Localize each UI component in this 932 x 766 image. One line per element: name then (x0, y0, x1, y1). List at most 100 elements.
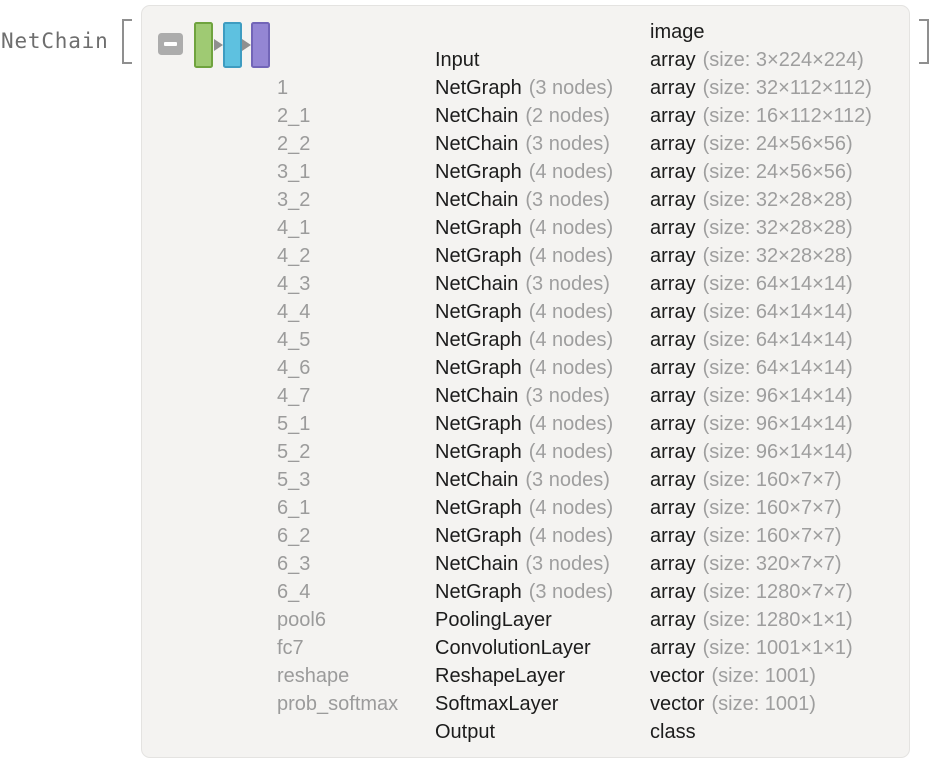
layer-name: 3_1 (277, 161, 311, 183)
layer-type: NetGraph(4 nodes) (435, 301, 614, 323)
layer-output-note: (size: 96×14×14) (702, 413, 853, 435)
layer-output-note: (size: 1280×1×1) (702, 609, 853, 631)
layer-output: array(size: 96×14×14) (650, 441, 853, 463)
layer-name: 4_7 (277, 385, 311, 407)
layer-type-note: (4 nodes) (528, 357, 614, 379)
layer-type: NetGraph(4 nodes) (435, 329, 614, 351)
layer-output: array(size: 160×7×7) (650, 497, 842, 519)
layer-name: 6_1 (277, 497, 311, 519)
layer-name: 4_2 (277, 245, 311, 267)
layer-type: NetChain(3 nodes) (435, 189, 610, 211)
output-bar-icon (251, 22, 270, 68)
layer-output: array(size: 64×14×14) (650, 273, 853, 295)
layer-output-note: (size: 1001) (711, 693, 816, 715)
layer-name: pool6 (277, 609, 326, 631)
table-row[interactable]: Output class (142, 718, 909, 746)
layer-name: 2_1 (277, 105, 311, 127)
table-row[interactable]: 3_2 NetChain(3 nodes) array(size: 32×28×… (142, 186, 909, 214)
layer-type-note: (4 nodes) (528, 301, 614, 323)
layer-name: 5_3 (277, 469, 311, 491)
layer-name: 1 (277, 77, 289, 99)
layer-name: 5_2 (277, 441, 311, 463)
layer-output-note: (size: 1280×7×7) (702, 581, 853, 603)
layer-type-note: (4 nodes) (528, 161, 614, 183)
layer-output: vector(size: 1001) (650, 665, 816, 687)
layer-name: 3_2 (277, 189, 311, 211)
layer-output: array(size: 32×28×28) (650, 245, 853, 267)
layer-output: array(size: 96×14×14) (650, 385, 853, 407)
layer-type-note: (3 nodes) (525, 385, 610, 407)
layer-type-note: (3 nodes) (525, 273, 610, 295)
table-row[interactable]: 6_3 NetChain(3 nodes) array(size: 320×7×… (142, 550, 909, 578)
close-bracket (919, 19, 929, 64)
table-row[interactable]: 2_1 NetChain(2 nodes) array(size: 16×112… (142, 102, 909, 130)
layer-output: array(size: 32×28×28) (650, 217, 853, 239)
layer-type: Output (435, 721, 496, 743)
layers-table: image Input array(size: 3×224×224) 1 Net… (142, 18, 909, 746)
layer-output: array(size: 32×112×112) (650, 77, 872, 99)
layer-type: ReshapeLayer (435, 665, 566, 687)
layer-output: array(size: 16×112×112) (650, 105, 872, 127)
table-row[interactable]: fc7 ConvolutionLayer array(size: 1001×1×… (142, 634, 909, 662)
table-row[interactable]: Input array(size: 3×224×224) (142, 46, 909, 74)
layer-output-note: (size: 160×7×7) (702, 497, 842, 519)
table-row[interactable]: 4_2 NetGraph(4 nodes) array(size: 32×28×… (142, 242, 909, 270)
table-row[interactable]: 4_6 NetGraph(4 nodes) array(size: 64×14×… (142, 354, 909, 382)
layer-type-note: (3 nodes) (525, 469, 610, 491)
table-row[interactable]: 5_2 NetGraph(4 nodes) array(size: 96×14×… (142, 438, 909, 466)
table-row[interactable]: 5_3 NetChain(3 nodes) array(size: 160×7×… (142, 466, 909, 494)
layer-output: array(size: 160×7×7) (650, 469, 842, 491)
table-row[interactable]: 4_1 NetGraph(4 nodes) array(size: 32×28×… (142, 214, 909, 242)
netchain-label: NetChain (1, 29, 109, 53)
table-row[interactable]: pool6 PoolingLayer array(size: 1280×1×1) (142, 606, 909, 634)
layer-type: NetGraph(4 nodes) (435, 245, 614, 267)
layer-output: array(size: 1280×7×7) (650, 581, 853, 603)
table-row[interactable]: 4_3 NetChain(3 nodes) array(size: 64×14×… (142, 270, 909, 298)
table-row[interactable]: 6_1 NetGraph(4 nodes) array(size: 160×7×… (142, 494, 909, 522)
layer-type-note: (3 nodes) (525, 553, 610, 575)
layer-name: 6_3 (277, 553, 311, 575)
layer-type: NetChain(3 nodes) (435, 385, 610, 407)
layer-output: array(size: 24×56×56) (650, 133, 853, 155)
table-row[interactable]: 6_2 NetGraph(4 nodes) array(size: 160×7×… (142, 522, 909, 550)
layer-output-note: (size: 320×7×7) (702, 553, 842, 575)
layer-type-note: (4 nodes) (528, 441, 614, 463)
table-row[interactable]: 1 NetGraph(3 nodes) array(size: 32×112×1… (142, 74, 909, 102)
layer-type-note: (3 nodes) (525, 189, 610, 211)
net-diagram (194, 22, 272, 68)
layer-output: array(size: 3×224×224) (650, 49, 864, 71)
table-row[interactable]: reshape ReshapeLayer vector(size: 1001) (142, 662, 909, 690)
layer-output-note: (size: 1001) (711, 665, 816, 687)
table-row[interactable]: prob_softmax SoftmaxLayer vector(size: 1… (142, 690, 909, 718)
layer-name: 4_6 (277, 357, 311, 379)
hidden-bar-icon (222, 22, 242, 68)
layer-name: prob_softmax (277, 693, 399, 715)
flow-arrow-icon (213, 39, 223, 51)
layer-type-note: (3 nodes) (528, 581, 614, 603)
collapse-button[interactable] (158, 33, 183, 55)
table-row[interactable]: 3_1 NetGraph(4 nodes) array(size: 24×56×… (142, 158, 909, 186)
table-row[interactable]: 4_5 NetGraph(4 nodes) array(size: 64×14×… (142, 326, 909, 354)
layer-output-note: (size: 1001×1×1) (702, 637, 853, 659)
layer-output-note: (size: 96×14×14) (702, 441, 853, 463)
layer-name: 4_1 (277, 217, 311, 239)
table-row[interactable]: 4_4 NetGraph(4 nodes) array(size: 64×14×… (142, 298, 909, 326)
layer-output: array(size: 1001×1×1) (650, 637, 853, 659)
layer-output: array(size: 1280×1×1) (650, 609, 853, 631)
layer-name: reshape (277, 665, 350, 687)
table-row[interactable]: 5_1 NetGraph(4 nodes) array(size: 96×14×… (142, 410, 909, 438)
layer-name: 2_2 (277, 133, 311, 155)
layer-output-note: (size: 64×14×14) (702, 357, 853, 379)
layer-type: NetGraph(4 nodes) (435, 413, 614, 435)
table-row[interactable]: 2_2 NetChain(3 nodes) array(size: 24×56×… (142, 130, 909, 158)
layer-type: ConvolutionLayer (435, 637, 591, 659)
table-row[interactable]: 4_7 NetChain(3 nodes) array(size: 96×14×… (142, 382, 909, 410)
layer-name: 4_3 (277, 273, 311, 295)
table-row[interactable]: 6_4 NetGraph(3 nodes) array(size: 1280×7… (142, 578, 909, 606)
table-row[interactable]: image (142, 18, 909, 46)
layer-output-note: (size: 160×7×7) (702, 525, 842, 547)
layer-type: NetChain(3 nodes) (435, 273, 610, 295)
layer-output-note: (size: 64×14×14) (702, 329, 853, 351)
layer-output: array(size: 160×7×7) (650, 525, 842, 547)
layer-output: class (650, 721, 696, 743)
